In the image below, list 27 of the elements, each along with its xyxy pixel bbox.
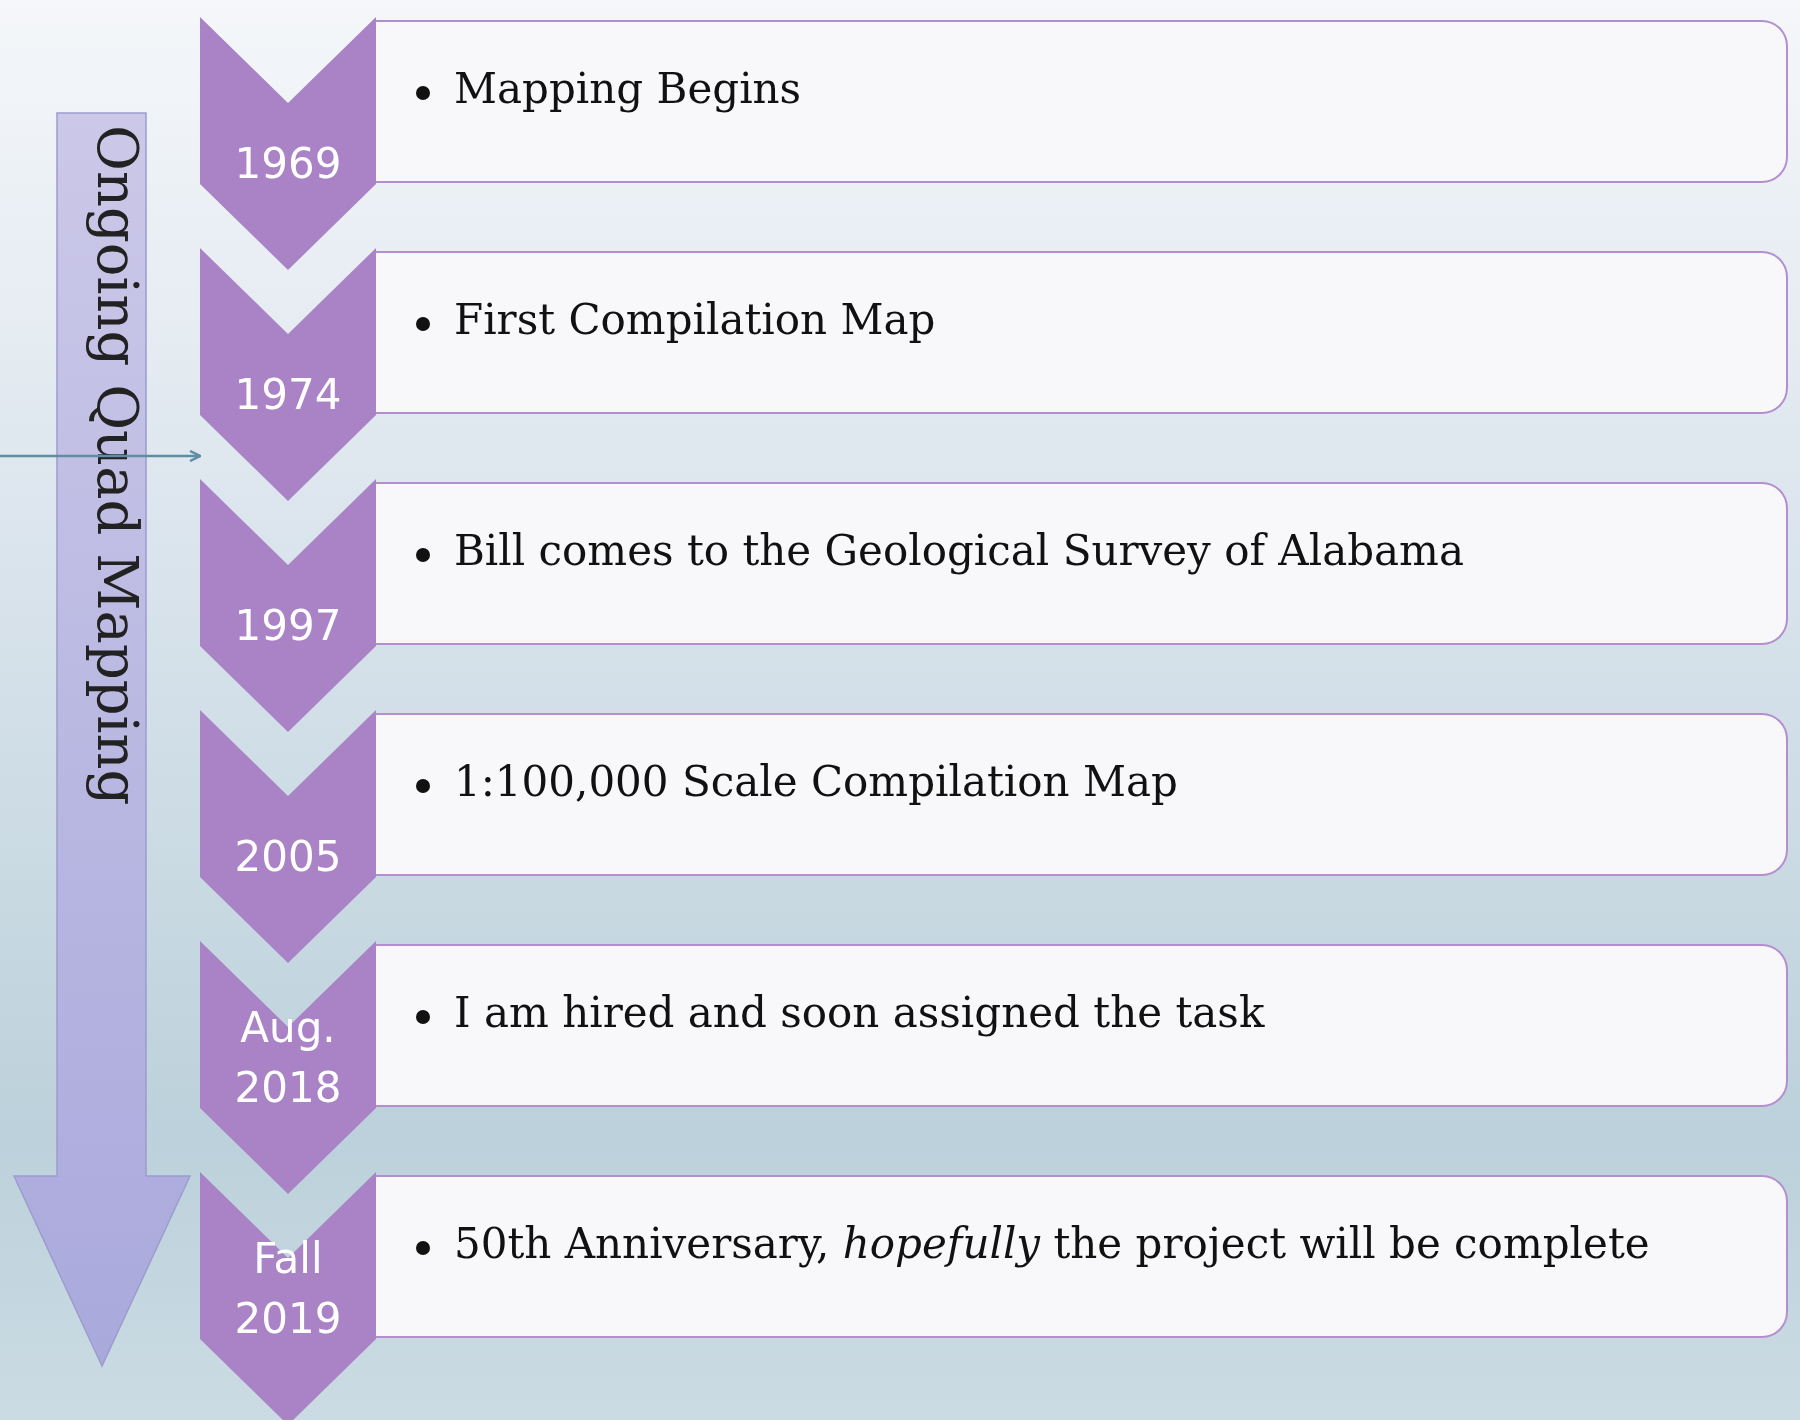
event-box [376,251,1788,414]
event-box [376,20,1788,183]
year-label: 2005 [233,831,343,883]
year-marker [200,479,376,732]
arrow [0,449,202,463]
event-text: 1:100,000 Scale Compilation Map [454,757,1178,806]
event-box [376,944,1788,1107]
event-box [376,713,1788,876]
year-marker [200,1172,376,1420]
year-marker [200,941,376,1194]
year-label: Aug. 2018 [233,1002,343,1114]
year-marker [200,710,376,963]
year-label: 1969 [233,138,343,190]
year-marker [200,17,376,270]
arrow-label: Ongoing Quad Mapping [85,125,150,806]
year-label: 1997 [233,600,343,652]
year-marker [200,248,376,501]
event-text: Bill comes to the Geological Survey of Alabama [454,526,1464,575]
down-arrow [14,113,190,1366]
event-text: I am hired and soon assigned the task [454,988,1265,1037]
event-text: Mapping Begins [454,64,802,113]
year-label: 1974 [233,369,343,421]
event-text: First Compilation Map [454,295,936,344]
year-label: Fall 2019 [233,1233,343,1345]
event-text: 50th Anniversary, hopefully the project will be complete [454,1219,1650,1268]
event-box [376,482,1788,645]
event-box [376,1175,1788,1338]
